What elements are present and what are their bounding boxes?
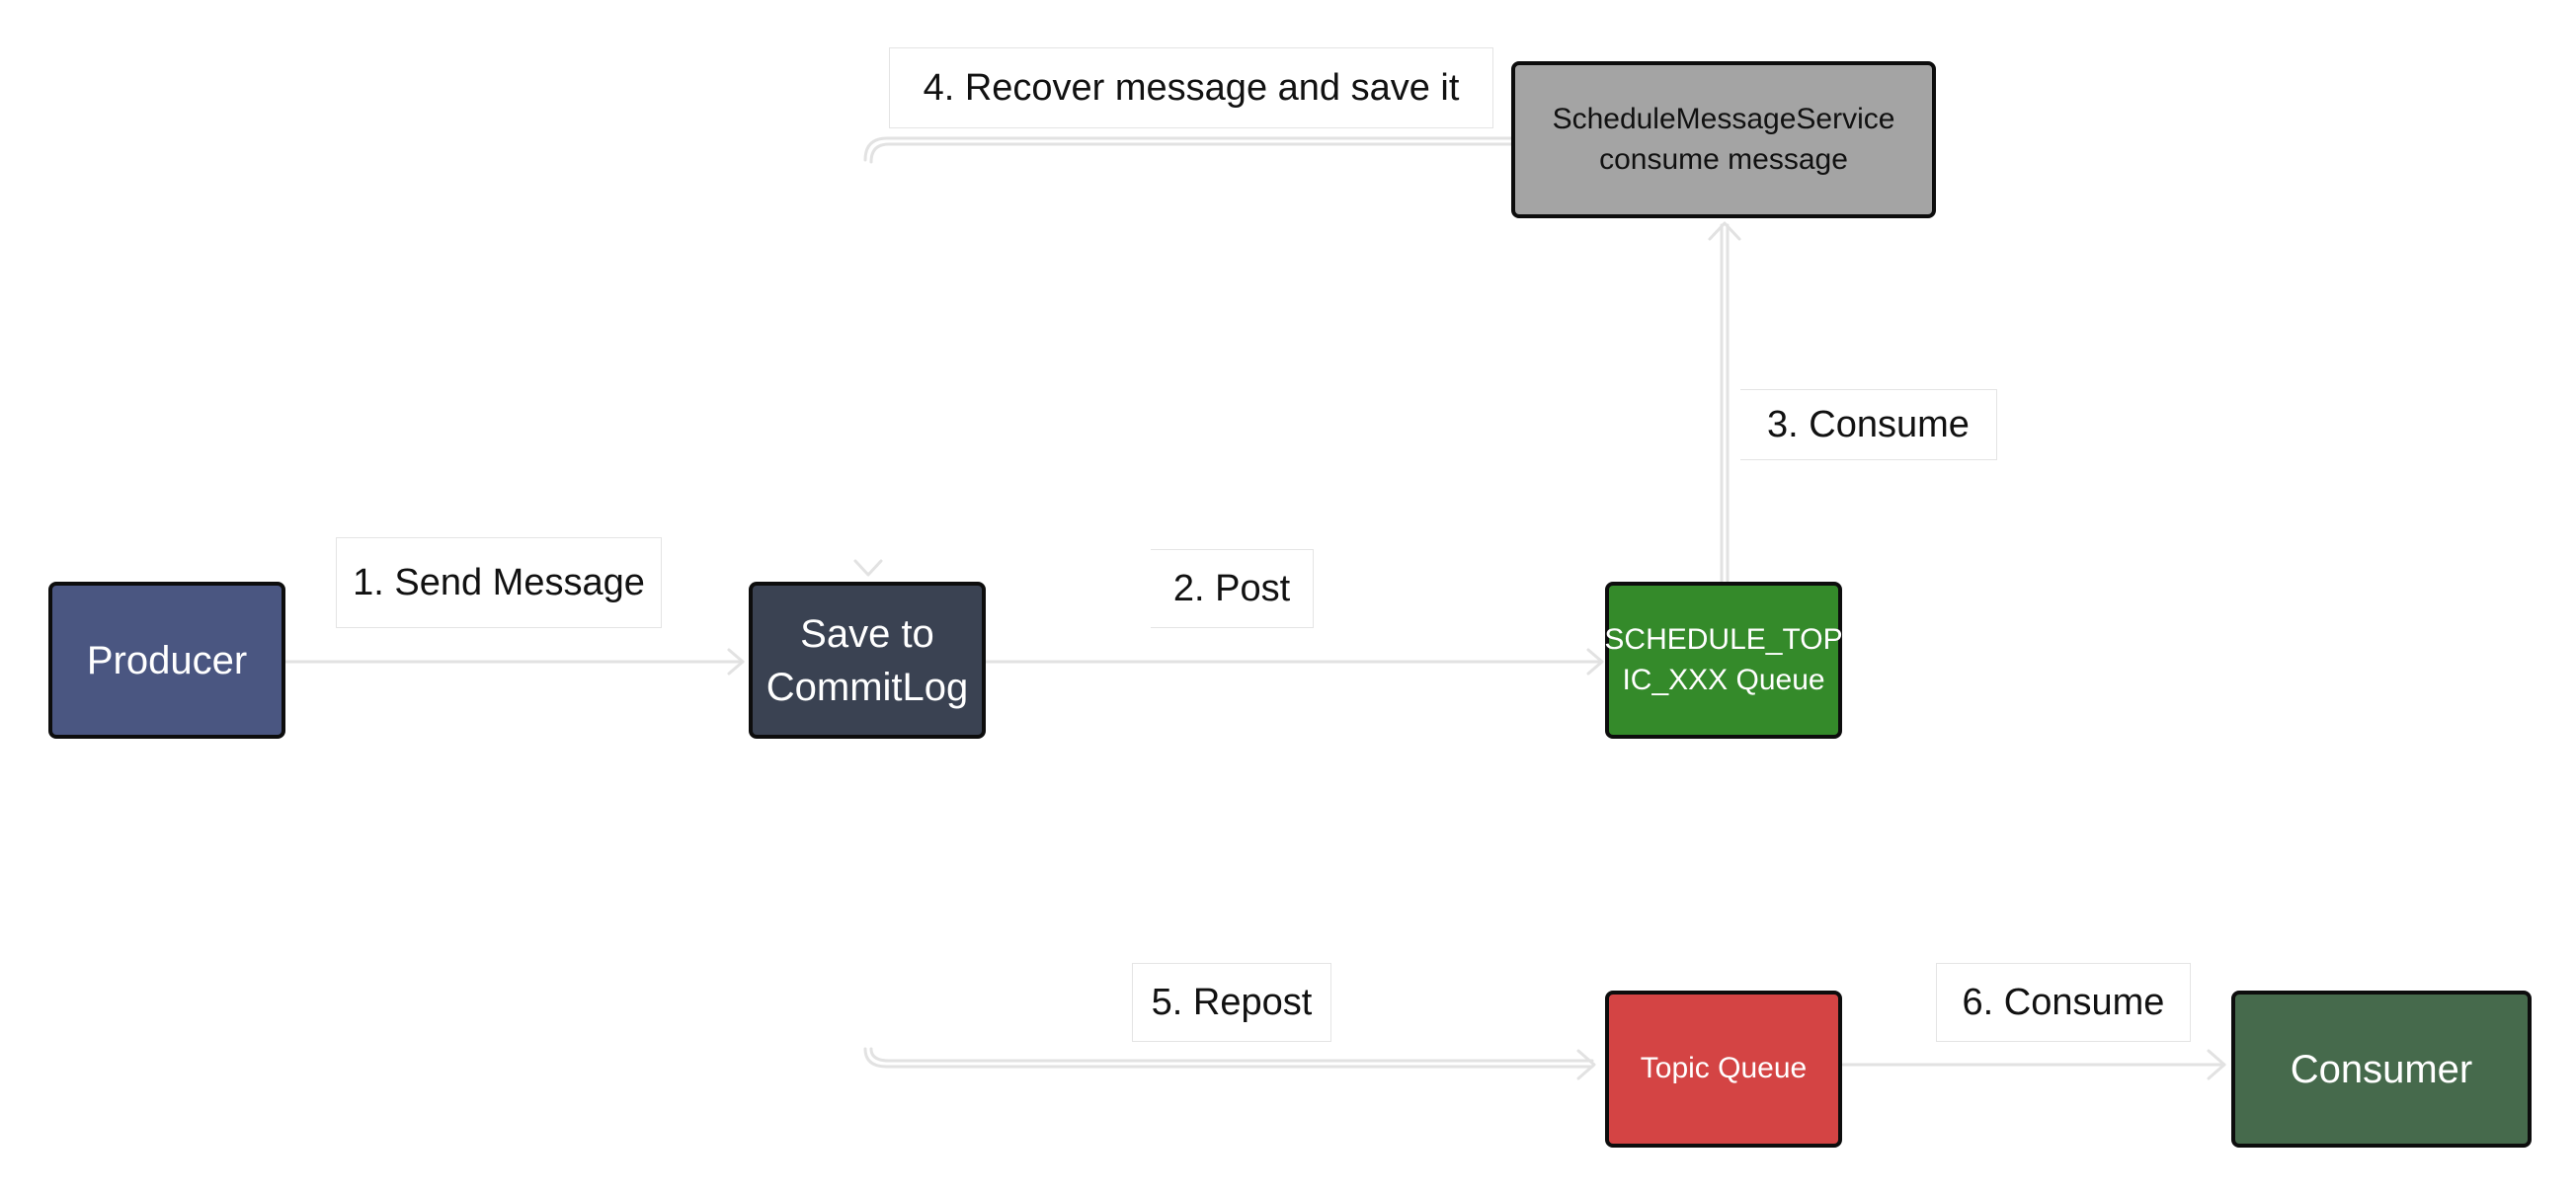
edge-label-recover: 4. Recover message and save it xyxy=(889,47,1493,128)
edge-label-consume-6: 6. Consume xyxy=(1936,963,2191,1042)
arrowhead-schedule-queue-left xyxy=(1586,648,1604,676)
arrowhead-schedule-service-bottom xyxy=(1708,221,1741,241)
schedule-message-service-node: ScheduleMessageService consume message xyxy=(1511,61,1936,218)
connector-repost-inner xyxy=(869,1047,1594,1063)
arrowhead-commitlog-left xyxy=(727,648,745,676)
schedule-topic-queue-node: SCHEDULE_TOP IC_XXX Queue xyxy=(1604,582,1843,739)
arrowhead-consumer-left xyxy=(2207,1049,2226,1080)
topic-queue-node: Topic Queue xyxy=(1605,991,1842,1148)
connector-repost-start xyxy=(863,1047,889,1069)
edge-label-send-message: 1. Send Message xyxy=(336,537,662,628)
edge-label-consume-3: 3. Consume xyxy=(1740,389,1997,460)
connector-recover-inner xyxy=(869,142,1513,164)
commitlog-node: Save to CommitLog xyxy=(749,582,986,739)
edge-label-repost: 5. Repost xyxy=(1132,963,1331,1042)
connector-recover xyxy=(863,136,1513,162)
arrowhead-commitlog-top xyxy=(853,559,883,577)
producer-node: Producer xyxy=(48,582,285,739)
consumer-node: Consumer xyxy=(2231,991,2532,1148)
edge-label-post: 2. Post xyxy=(1151,549,1314,628)
arrowhead-topic-queue-left xyxy=(1576,1049,1596,1080)
